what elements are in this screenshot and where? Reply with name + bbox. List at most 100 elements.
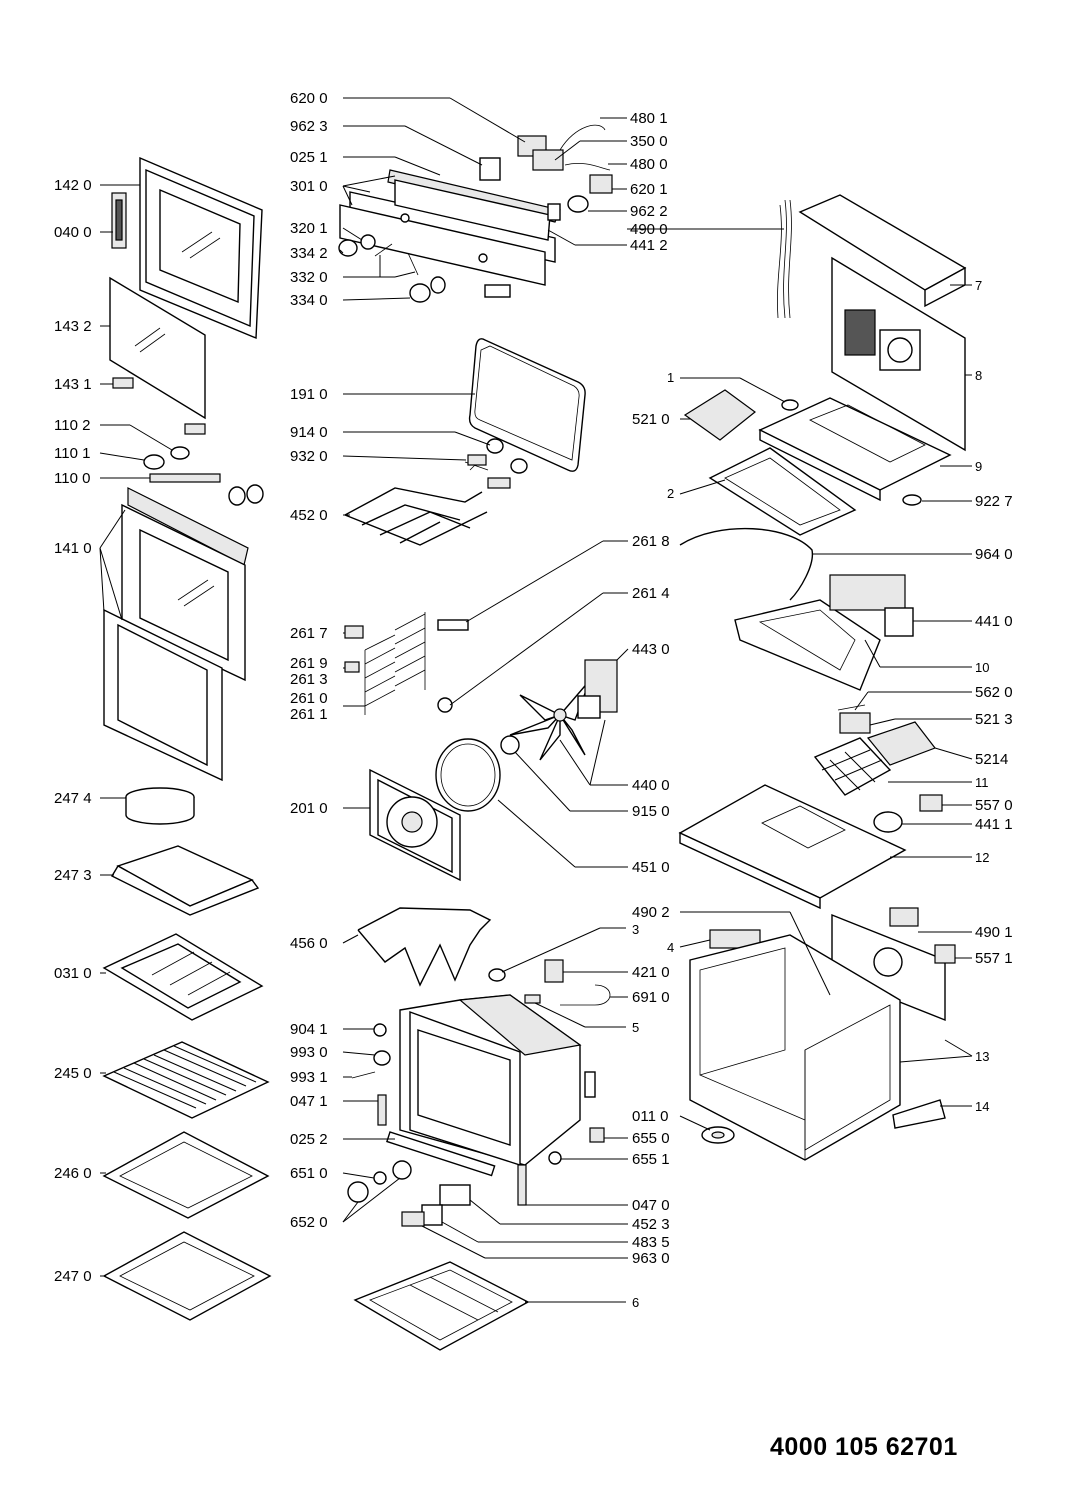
control-panel bbox=[338, 124, 613, 303]
callout-521-3: 521 3 bbox=[975, 711, 1013, 728]
callout-246-0: 246 0 bbox=[54, 1165, 92, 1182]
callout-904-1: 904 1 bbox=[290, 1021, 328, 1038]
callout-8: 8 bbox=[975, 368, 982, 383]
callout-480-1: 480 1 bbox=[630, 110, 668, 127]
callout-562-0: 562 0 bbox=[975, 684, 1013, 701]
door-assembly bbox=[103, 156, 264, 782]
gasket bbox=[468, 338, 586, 472]
callout-143-1: 143 1 bbox=[54, 376, 92, 393]
callout-1: 1 bbox=[667, 370, 674, 385]
callout-142-0: 142 0 bbox=[54, 177, 92, 194]
callout-490-2: 490 2 bbox=[632, 904, 670, 921]
callout-932-0: 932 0 bbox=[290, 448, 328, 465]
cooling-fan-assembly bbox=[678, 574, 943, 910]
callout-261-1: 261 1 bbox=[290, 706, 328, 723]
callout-10: 10 bbox=[975, 660, 989, 675]
callout-332-0: 332 0 bbox=[290, 269, 328, 286]
callout-655-1: 655 1 bbox=[632, 1151, 670, 1168]
oven-cavity bbox=[347, 907, 611, 1351]
callout-047-0: 047 0 bbox=[632, 1197, 670, 1214]
callout-7: 7 bbox=[975, 278, 982, 293]
callout-993-1: 993 1 bbox=[290, 1069, 328, 1086]
callout-451-0: 451 0 bbox=[632, 859, 670, 876]
callout-557-1: 557 1 bbox=[975, 950, 1013, 967]
callout-334-0: 334 0 bbox=[290, 292, 328, 309]
callout-5214: 5214 bbox=[975, 751, 1008, 768]
document-number: 4000 105 62701 bbox=[770, 1433, 958, 1461]
callout-110-2: 110 2 bbox=[54, 417, 90, 434]
callout-12: 12 bbox=[975, 850, 989, 865]
callout-320-1: 320 1 bbox=[290, 220, 328, 237]
callout-480-0: 480 0 bbox=[630, 156, 668, 173]
callout-011-0: 011 0 bbox=[632, 1108, 668, 1125]
callout-421-0: 421 0 bbox=[632, 964, 670, 981]
callout-521-0: 521 0 bbox=[632, 411, 670, 428]
callout-483-5: 483 5 bbox=[632, 1234, 670, 1251]
shelf-rails bbox=[344, 527, 814, 715]
callout-247-4: 247 4 bbox=[54, 790, 92, 807]
callout-301-0: 301 0 bbox=[290, 178, 328, 195]
callout-110-0: 110 0 bbox=[54, 470, 90, 487]
callout-141-0: 141 0 bbox=[54, 540, 92, 557]
callout-962-2: 962 2 bbox=[630, 203, 668, 220]
callout-443-0: 443 0 bbox=[632, 641, 670, 658]
callout-691-0: 691 0 bbox=[632, 989, 670, 1006]
callout-201-0: 201 0 bbox=[290, 800, 328, 817]
callout-915-0: 915 0 bbox=[632, 803, 670, 820]
accessories bbox=[102, 787, 272, 1321]
callout-247-0: 247 0 bbox=[54, 1268, 92, 1285]
callout-110-1: 110 1 bbox=[54, 445, 90, 462]
callout-261-7: 261 7 bbox=[290, 625, 328, 642]
callout-261-9: 261 9 bbox=[290, 655, 328, 672]
callout-191-0: 191 0 bbox=[290, 386, 328, 403]
callout-557-0: 557 0 bbox=[975, 797, 1013, 814]
callout-452-0: 452 0 bbox=[290, 507, 328, 524]
callout-963-0: 963 0 bbox=[632, 1250, 670, 1267]
callout-962-3: 962 3 bbox=[290, 118, 328, 135]
callout-922-7: 922 7 bbox=[975, 493, 1013, 510]
callout-245-0: 245 0 bbox=[54, 1065, 92, 1082]
callout-11: 11 bbox=[975, 775, 989, 790]
callout-9: 9 bbox=[975, 459, 982, 474]
top-cover-assembly bbox=[683, 194, 967, 536]
callout-025-1: 025 1 bbox=[290, 149, 328, 166]
callout-3: 3 bbox=[632, 922, 639, 937]
callout-651-0: 651 0 bbox=[290, 1165, 328, 1182]
callout-350-0: 350 0 bbox=[630, 133, 668, 150]
callout-261-3: 261 3 bbox=[290, 671, 328, 688]
callout-labels: 620 0 962 3 025 1 301 0 320 1 334 2 332 … bbox=[54, 90, 1013, 1310]
callout-247-3: 247 3 bbox=[54, 867, 92, 884]
callout-620-0: 620 0 bbox=[290, 90, 328, 107]
callout-6: 6 bbox=[632, 1295, 639, 1310]
callout-261-8: 261 8 bbox=[632, 533, 670, 550]
callout-14: 14 bbox=[975, 1099, 989, 1114]
callout-143-2: 143 2 bbox=[54, 318, 92, 335]
callout-261-4: 261 4 bbox=[632, 585, 670, 602]
fan-assembly bbox=[369, 659, 618, 882]
callout-620-1: 620 1 bbox=[630, 181, 668, 198]
callout-047-1: 047 1 bbox=[290, 1093, 328, 1110]
callout-452-3: 452 3 bbox=[632, 1216, 670, 1233]
callout-993-0: 993 0 bbox=[290, 1044, 328, 1061]
callout-025-2: 025 2 bbox=[290, 1131, 328, 1148]
callout-261-0: 261 0 bbox=[290, 690, 328, 707]
callout-4: 4 bbox=[667, 940, 674, 955]
callout-456-0: 456 0 bbox=[290, 935, 328, 952]
callout-440-0: 440 0 bbox=[632, 777, 670, 794]
grill-element bbox=[344, 438, 528, 546]
outer-casing bbox=[689, 907, 956, 1161]
callout-441-0: 441 0 bbox=[975, 613, 1013, 630]
callout-652-0: 652 0 bbox=[290, 1214, 328, 1231]
callout-040-0: 040 0 bbox=[54, 224, 92, 241]
callout-964-0: 964 0 bbox=[975, 546, 1013, 563]
callout-13: 13 bbox=[975, 1049, 989, 1064]
callout-655-0: 655 0 bbox=[632, 1130, 670, 1147]
callout-490-1: 490 1 bbox=[975, 924, 1013, 941]
callout-914-0: 914 0 bbox=[290, 424, 328, 441]
callout-5: 5 bbox=[632, 1020, 639, 1035]
callout-031-0: 031 0 bbox=[54, 965, 92, 982]
callout-441-1: 441 1 bbox=[975, 816, 1013, 833]
callout-441-2: 441 2 bbox=[630, 237, 668, 254]
callout-2: 2 bbox=[667, 486, 674, 501]
